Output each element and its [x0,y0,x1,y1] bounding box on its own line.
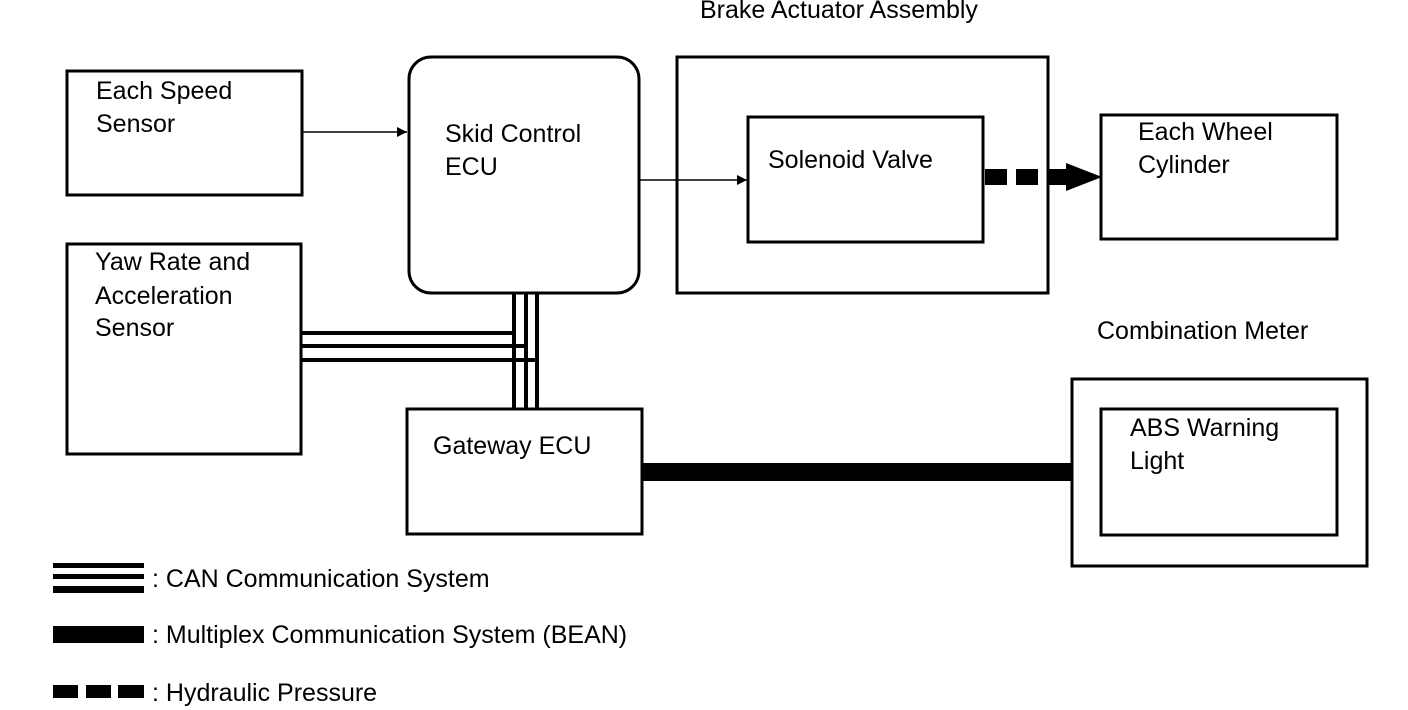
solenoid-valve-label: Solenoid Valve [768,146,933,174]
skid-control-ecu-box [407,55,641,295]
gateway-ecu-label: Gateway ECU [433,432,591,460]
combination-meter-label: Combination Meter [1097,317,1308,345]
legend-bean-swatch [53,626,144,643]
solenoid-valve-box [746,115,985,244]
can-bus-line [301,292,539,410]
legend-can-label: : CAN Communication System [152,565,490,593]
skid-control-ecu-label: Skid Control ECU [445,120,588,181]
speed-sensor-box [65,69,304,197]
gateway-ecu-box [405,407,644,536]
wheel-cylinder-box [1099,113,1339,241]
abs-warning-light-box [1099,407,1339,537]
wheel-cylinder-label: Each Wheel Cylinder [1138,118,1280,179]
legend-bean-label: : Multiplex Communication System (BEAN) [152,621,627,649]
legend: : CAN Communication System : Multiplex C… [53,563,627,707]
abs-warning-light-label: ABS Warning Light [1130,414,1286,475]
brake-actuator-assembly-label: Brake Actuator Assembly [700,0,978,24]
yaw-rate-sensor-label: Yaw Rate and Acceleration Sensor [95,248,257,342]
yaw-rate-sensor-box [65,242,303,456]
speed-sensor-label: Each Speed Sensor [96,77,239,138]
legend-hydraulic-swatch [53,685,144,698]
legend-hydraulic-label: : Hydraulic Pressure [152,679,377,707]
hydraulic-pressure-arrow [985,163,1102,191]
legend-can-swatch [53,563,144,593]
bean-bus-line [642,463,1072,481]
